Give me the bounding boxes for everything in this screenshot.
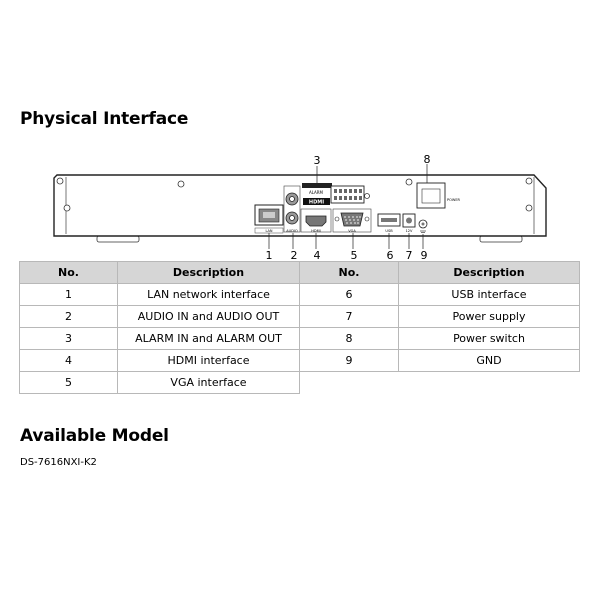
- header-no-right: No.: [299, 261, 399, 284]
- dc-power-icon: [402, 213, 416, 228]
- row-description: HDMI interface: [117, 349, 300, 372]
- row-no: 9: [299, 349, 399, 372]
- available-model-heading: Available Model: [20, 426, 169, 446]
- left-foot: [96, 235, 140, 243]
- callout-7: 7: [406, 249, 413, 262]
- empty-cell: [399, 372, 580, 394]
- callout-8: 8: [424, 153, 431, 166]
- row-no: 2: [19, 305, 118, 328]
- row-description: ALARM IN and ALARM OUT: [117, 327, 300, 350]
- right-foot: [479, 235, 523, 243]
- audio-label: AUDIO: [286, 229, 298, 233]
- hdmi-logo-icon: [303, 198, 330, 205]
- table-row: 4 HDMI interface 9 GND: [19, 349, 580, 372]
- lan-port-icon: [254, 204, 284, 226]
- table-row: 2 AUDIO IN and AUDIO OUT 7 Power supply: [19, 305, 580, 328]
- callout-5: 5: [351, 249, 358, 262]
- row-description: AUDIO IN and AUDIO OUT: [117, 305, 300, 328]
- svg-text:HDMI: HDMI: [309, 200, 324, 206]
- callout-1: 1: [266, 249, 273, 262]
- physical-interface-heading: Physical Interface: [20, 109, 189, 129]
- callout-4: 4: [314, 249, 321, 262]
- row-no: 8: [299, 327, 399, 350]
- vga-label: VGA: [348, 229, 356, 233]
- power-label: POWER: [447, 198, 461, 202]
- row-description: GND: [398, 349, 580, 372]
- row-no: 1: [19, 283, 118, 306]
- usb-label: USB: [385, 229, 393, 233]
- table-header-row: No. Description No. Description: [19, 261, 580, 284]
- callout-6: 6: [387, 249, 394, 262]
- row-description: Power switch: [398, 327, 580, 350]
- rear-panel-diagram: LAN AUDIO ALARM HDMI HDMI: [53, 153, 547, 262]
- table-row: 5 VGA interface: [19, 371, 580, 394]
- interface-table: No. Description No. Description 1 LAN ne…: [19, 261, 580, 394]
- audio-jack-icon: [283, 185, 301, 233]
- screw-icons: [56, 177, 533, 212]
- hdmi-label: HDMI: [311, 229, 320, 233]
- ground-terminal-icon: [418, 219, 428, 233]
- callout-lines: [268, 164, 428, 249]
- callout-3: 3: [314, 154, 321, 167]
- row-description: USB interface: [398, 283, 580, 306]
- header-description-right: Description: [398, 261, 580, 284]
- usb-port-icon: [377, 213, 401, 227]
- lan-label: LAN: [265, 229, 272, 233]
- row-description: VGA interface: [117, 371, 300, 394]
- model-name: DS-7616NXI-K2: [20, 457, 97, 468]
- header-no-left: No.: [19, 261, 118, 284]
- row-no: 3: [19, 327, 118, 350]
- row-no: 6: [299, 283, 399, 306]
- row-description: LAN network interface: [117, 283, 300, 306]
- row-no: 7: [299, 305, 399, 328]
- alarm-label: ALARM: [309, 190, 324, 195]
- header-description-left: Description: [117, 261, 300, 284]
- alarm-terminal-icon: [302, 183, 365, 204]
- empty-cell: [300, 372, 399, 394]
- vga-port-icon: [332, 208, 372, 233]
- dc-label: 12V: [406, 229, 413, 233]
- callout-9: 9: [421, 249, 428, 262]
- hdmi-port-icon: [300, 208, 332, 233]
- table-row: 1 LAN network interface 6 USB interface: [19, 283, 580, 306]
- callout-2: 2: [291, 249, 298, 262]
- row-no: 5: [19, 371, 118, 394]
- row-description: Power supply: [398, 305, 580, 328]
- row-no: 4: [19, 349, 118, 372]
- table-row: 3 ALARM IN and ALARM OUT 8 Power switch: [19, 327, 580, 350]
- power-switch-icon: [416, 182, 446, 209]
